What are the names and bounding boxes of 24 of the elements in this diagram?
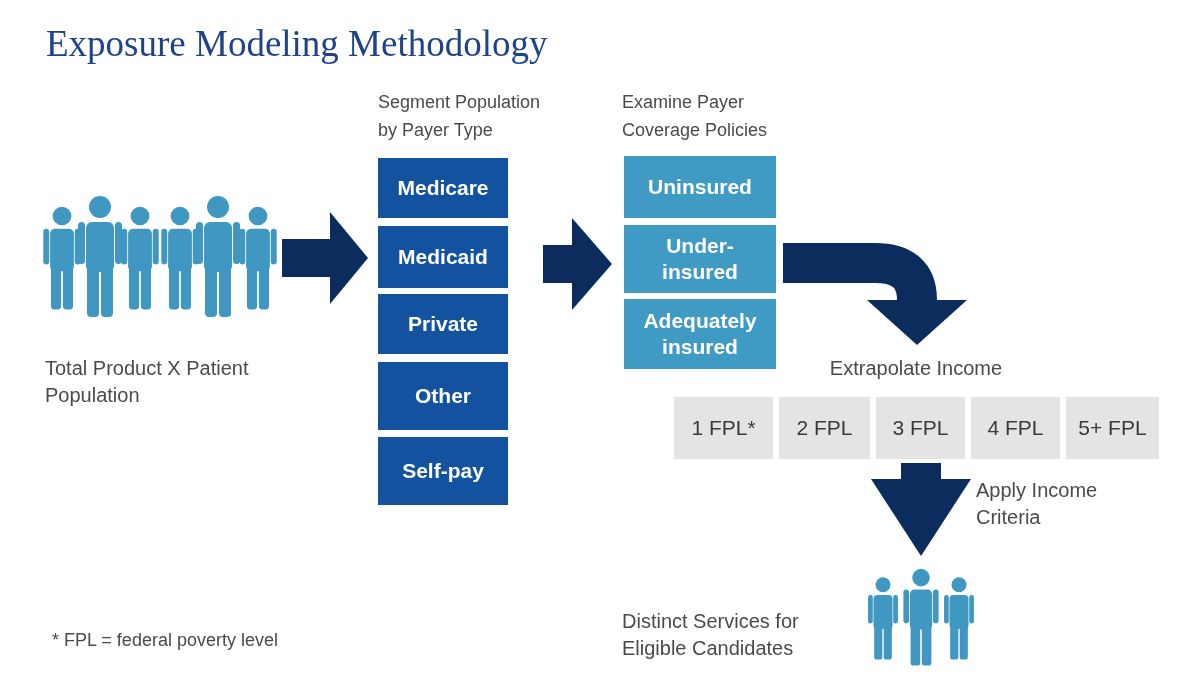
income-box: 3 FPL — [876, 397, 965, 459]
payer-box: Medicaid — [378, 226, 508, 288]
payer-box: Private — [378, 294, 508, 354]
node-label: Total Product X Patient Population — [45, 356, 250, 408]
group-heading: Examine Payer Coverage Policies — [622, 91, 769, 142]
block-arrow — [543, 218, 612, 310]
group-heading: Extrapolate Income — [828, 356, 1004, 381]
group-heading: Segment Population by Payer Type — [378, 91, 542, 142]
income-box: 4 FPL — [971, 397, 1060, 459]
coverage-box: Adequately insured — [624, 299, 776, 369]
payer-box: Self-pay — [378, 437, 508, 505]
block-arrow — [783, 243, 967, 345]
coverage-box: Uninsured — [624, 156, 776, 218]
income-box: 2 FPL — [779, 397, 870, 459]
node-label: Distinct Services for Eligible Candidates — [622, 609, 800, 661]
block-arrow — [282, 212, 368, 304]
payer-box: Medicare — [378, 158, 508, 218]
payer-box: Other — [378, 362, 508, 430]
title: Exposure Modeling Methodology — [46, 22, 548, 65]
income-box: 1 FPL* — [674, 397, 773, 459]
block-arrow — [871, 463, 971, 556]
footnote: * FPL = federal poverty level — [52, 630, 278, 651]
coverage-box: Under-insured — [624, 225, 776, 293]
income-box: 5+ FPL — [1066, 397, 1159, 459]
